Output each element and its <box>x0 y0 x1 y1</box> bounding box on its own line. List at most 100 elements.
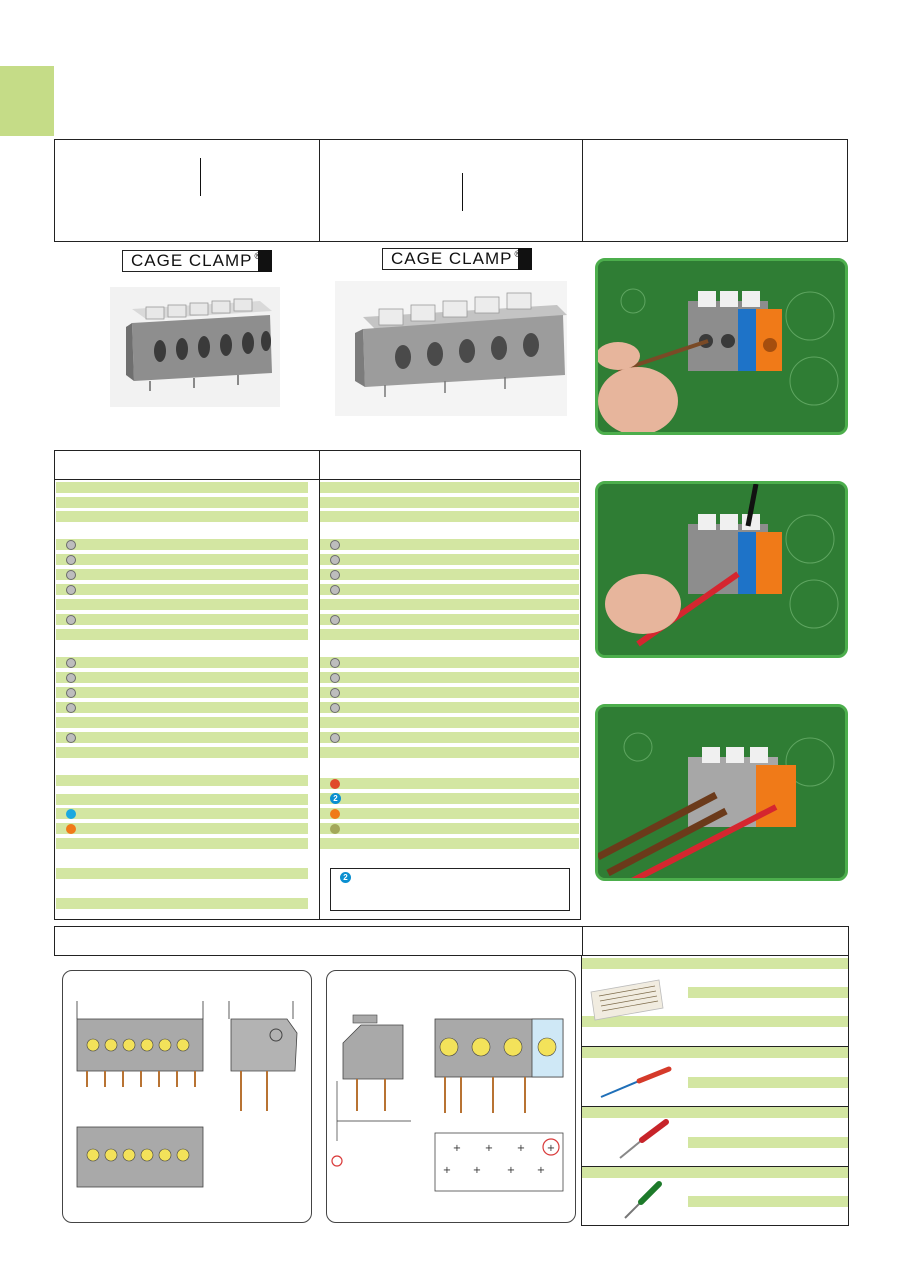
table-row <box>56 511 308 522</box>
svg-text:+: + <box>507 1165 515 1176</box>
table-row <box>320 687 579 698</box>
svg-text:+: + <box>547 1143 555 1154</box>
header-marker <box>200 158 201 196</box>
table-row <box>56 702 308 713</box>
table-row <box>56 539 308 550</box>
status-dot <box>66 809 76 819</box>
table-row <box>56 898 308 909</box>
status-dot <box>66 555 76 565</box>
table-row <box>320 747 579 758</box>
table-row <box>56 482 308 493</box>
status-dot <box>330 733 340 743</box>
accessory-row <box>688 987 848 998</box>
table-row <box>320 823 579 834</box>
header-marker <box>462 173 463 211</box>
table-row <box>56 868 308 879</box>
status-dot <box>66 824 76 834</box>
bottom-header <box>54 926 849 956</box>
accessory-row <box>688 1137 848 1148</box>
status-dot <box>330 585 340 595</box>
svg-text:+: + <box>537 1165 545 1176</box>
pcb-layout-drawing: ++++ ++++ <box>326 970 576 1223</box>
table-row <box>320 614 579 625</box>
table-row <box>56 823 308 834</box>
table-row <box>320 793 579 804</box>
accessory-row <box>582 958 848 969</box>
table-row <box>56 808 308 819</box>
accessory-row <box>688 1196 848 1207</box>
table-row <box>320 569 579 580</box>
status-dot <box>330 688 340 698</box>
terminal-block-image <box>110 287 280 407</box>
table-row <box>320 657 579 668</box>
svg-text:+: + <box>453 1143 461 1154</box>
table-row <box>320 702 579 713</box>
table-row <box>320 599 579 610</box>
svg-text:+: + <box>485 1143 493 1154</box>
screwdriver-red-icon <box>619 1119 669 1159</box>
legend-badge: 2 <box>330 793 341 804</box>
accessory-divider <box>581 1166 849 1167</box>
table-row <box>320 732 579 743</box>
table-row <box>56 717 308 728</box>
accessory-divider <box>581 1046 849 1047</box>
table-row <box>320 497 579 508</box>
status-dot <box>330 673 340 683</box>
table-row <box>56 794 308 805</box>
screwdriver-green-icon <box>624 1181 662 1219</box>
note-badge: 2 <box>340 872 351 883</box>
table-row <box>56 672 308 683</box>
table-row <box>56 657 308 668</box>
accessory-row <box>582 1047 848 1058</box>
header-divider <box>582 140 583 241</box>
table-row <box>56 775 308 786</box>
table-row <box>320 717 579 728</box>
svg-text:+: + <box>473 1165 481 1176</box>
table-row <box>320 539 579 550</box>
status-dot <box>330 824 340 834</box>
note-box: 2 <box>330 868 570 911</box>
status-dot <box>66 688 76 698</box>
table-row <box>320 778 579 789</box>
status-dot <box>66 615 76 625</box>
status-dot <box>330 779 340 789</box>
accessory-divider <box>581 1106 849 1107</box>
marking-strip-image <box>590 979 664 1021</box>
status-dot <box>330 555 340 565</box>
accessories-panel <box>581 956 849 1226</box>
table-row <box>320 838 579 849</box>
selection-table <box>54 450 581 920</box>
table-row <box>56 732 308 743</box>
dimension-drawing <box>62 970 312 1223</box>
status-dot <box>330 809 340 819</box>
table-row <box>320 629 579 640</box>
usage-photo-insert <box>595 258 848 435</box>
table-row <box>56 614 308 625</box>
cage-clamp-logo: CAGE CLAMP® <box>382 248 532 270</box>
status-dot <box>330 658 340 668</box>
status-dot <box>66 540 76 550</box>
table-row <box>56 629 308 640</box>
status-dot <box>66 658 76 668</box>
table-row <box>56 687 308 698</box>
status-dot <box>66 733 76 743</box>
svg-text:+: + <box>443 1165 451 1176</box>
table-row <box>56 569 308 580</box>
svg-text:+: + <box>517 1143 525 1154</box>
status-dot <box>66 703 76 713</box>
accessory-row <box>582 1016 848 1027</box>
status-dot <box>66 673 76 683</box>
table-row <box>320 672 579 683</box>
terminal-block-image <box>335 281 567 416</box>
usage-photo-actuate <box>595 481 848 658</box>
table-row <box>56 599 308 610</box>
cage-clamp-logo: CAGE CLAMP® <box>122 250 272 272</box>
table-row <box>320 554 579 565</box>
usage-photo-connected <box>595 704 848 881</box>
header-divider <box>319 140 320 241</box>
status-dot <box>66 585 76 595</box>
accessory-row <box>582 1167 848 1178</box>
status-dot <box>330 703 340 713</box>
table-row <box>320 482 579 493</box>
status-dot <box>66 570 76 580</box>
